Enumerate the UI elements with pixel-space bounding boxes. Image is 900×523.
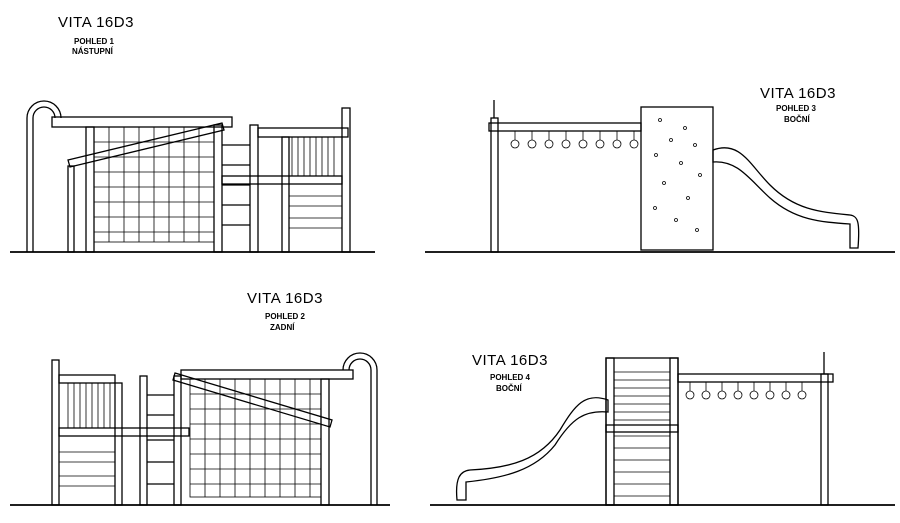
view2-handrail-arch-inner [348, 358, 372, 505]
view4-title: VITA 16D3 [472, 352, 548, 369]
view2-railing [67, 383, 111, 428]
view1-lower-boards [289, 195, 342, 229]
view4-platform [605, 424, 679, 433]
view2-ladder [139, 375, 182, 506]
view3-climbing-holds [653, 118, 702, 232]
view1-subtitle: POHLED 1 [74, 37, 115, 46]
view4-monkey-bar-beam [677, 373, 834, 383]
view3-title: VITA 16D3 [760, 85, 836, 102]
view1-tower-post-right [341, 107, 351, 253]
view1-tower-top [257, 127, 349, 138]
view3-monkey-bar-beam [488, 122, 642, 132]
view2-climbing-net [189, 378, 322, 498]
view1-left-post [85, 126, 95, 253]
view2-right-post [320, 378, 330, 506]
view1-handrail-arch [26, 100, 62, 252]
view2-left-post [51, 359, 60, 506]
view3-subtitle: POHLED 3 [776, 104, 817, 113]
view1-note: NÁSTUPNÍ [72, 47, 113, 56]
view3-left-post [490, 117, 499, 253]
view1-handrail-arch-inner [32, 106, 56, 252]
view2-lower-boards [59, 451, 115, 487]
view1-top-beam [51, 116, 233, 128]
view3-climbing-wall [640, 106, 714, 251]
view1-platform [221, 175, 343, 185]
view1-climbing-net [93, 126, 215, 243]
view2-title: VITA 16D3 [247, 290, 323, 307]
view2-handrail-arch [342, 352, 378, 505]
view1-railing [291, 137, 335, 176]
view1-short-post [67, 165, 75, 253]
view4-subtitle: POHLED 4 [490, 373, 531, 382]
view4-tower-boards [614, 371, 670, 497]
view1-title: VITA 16D3 [58, 14, 134, 31]
view3-note: BOČNÍ [784, 115, 810, 124]
view2-note: ZADNÍ [270, 323, 295, 332]
view3-drawing [425, 100, 895, 253]
view3-wavy-slide [712, 147, 860, 249]
view2-mid-post [114, 382, 123, 506]
view1-drawing [10, 100, 375, 253]
view2-subtitle: POHLED 2 [265, 312, 306, 321]
view2-drawing [10, 352, 390, 506]
view4-drawing [430, 352, 895, 506]
view4-rings [685, 382, 807, 400]
view2-diagonal-board [172, 372, 333, 428]
view2-platform [58, 427, 190, 437]
view4-right-post [820, 373, 829, 506]
view2-top-beam [180, 369, 354, 380]
view2-tower-top [58, 374, 116, 384]
view1-diagonal-board [67, 122, 225, 168]
view1-tower-post-mid [281, 136, 290, 253]
view1-ladder [213, 124, 259, 253]
view3-rings [510, 131, 639, 149]
view4-note: BOČNÍ [496, 384, 522, 393]
view4-wavy-slide [455, 397, 609, 501]
